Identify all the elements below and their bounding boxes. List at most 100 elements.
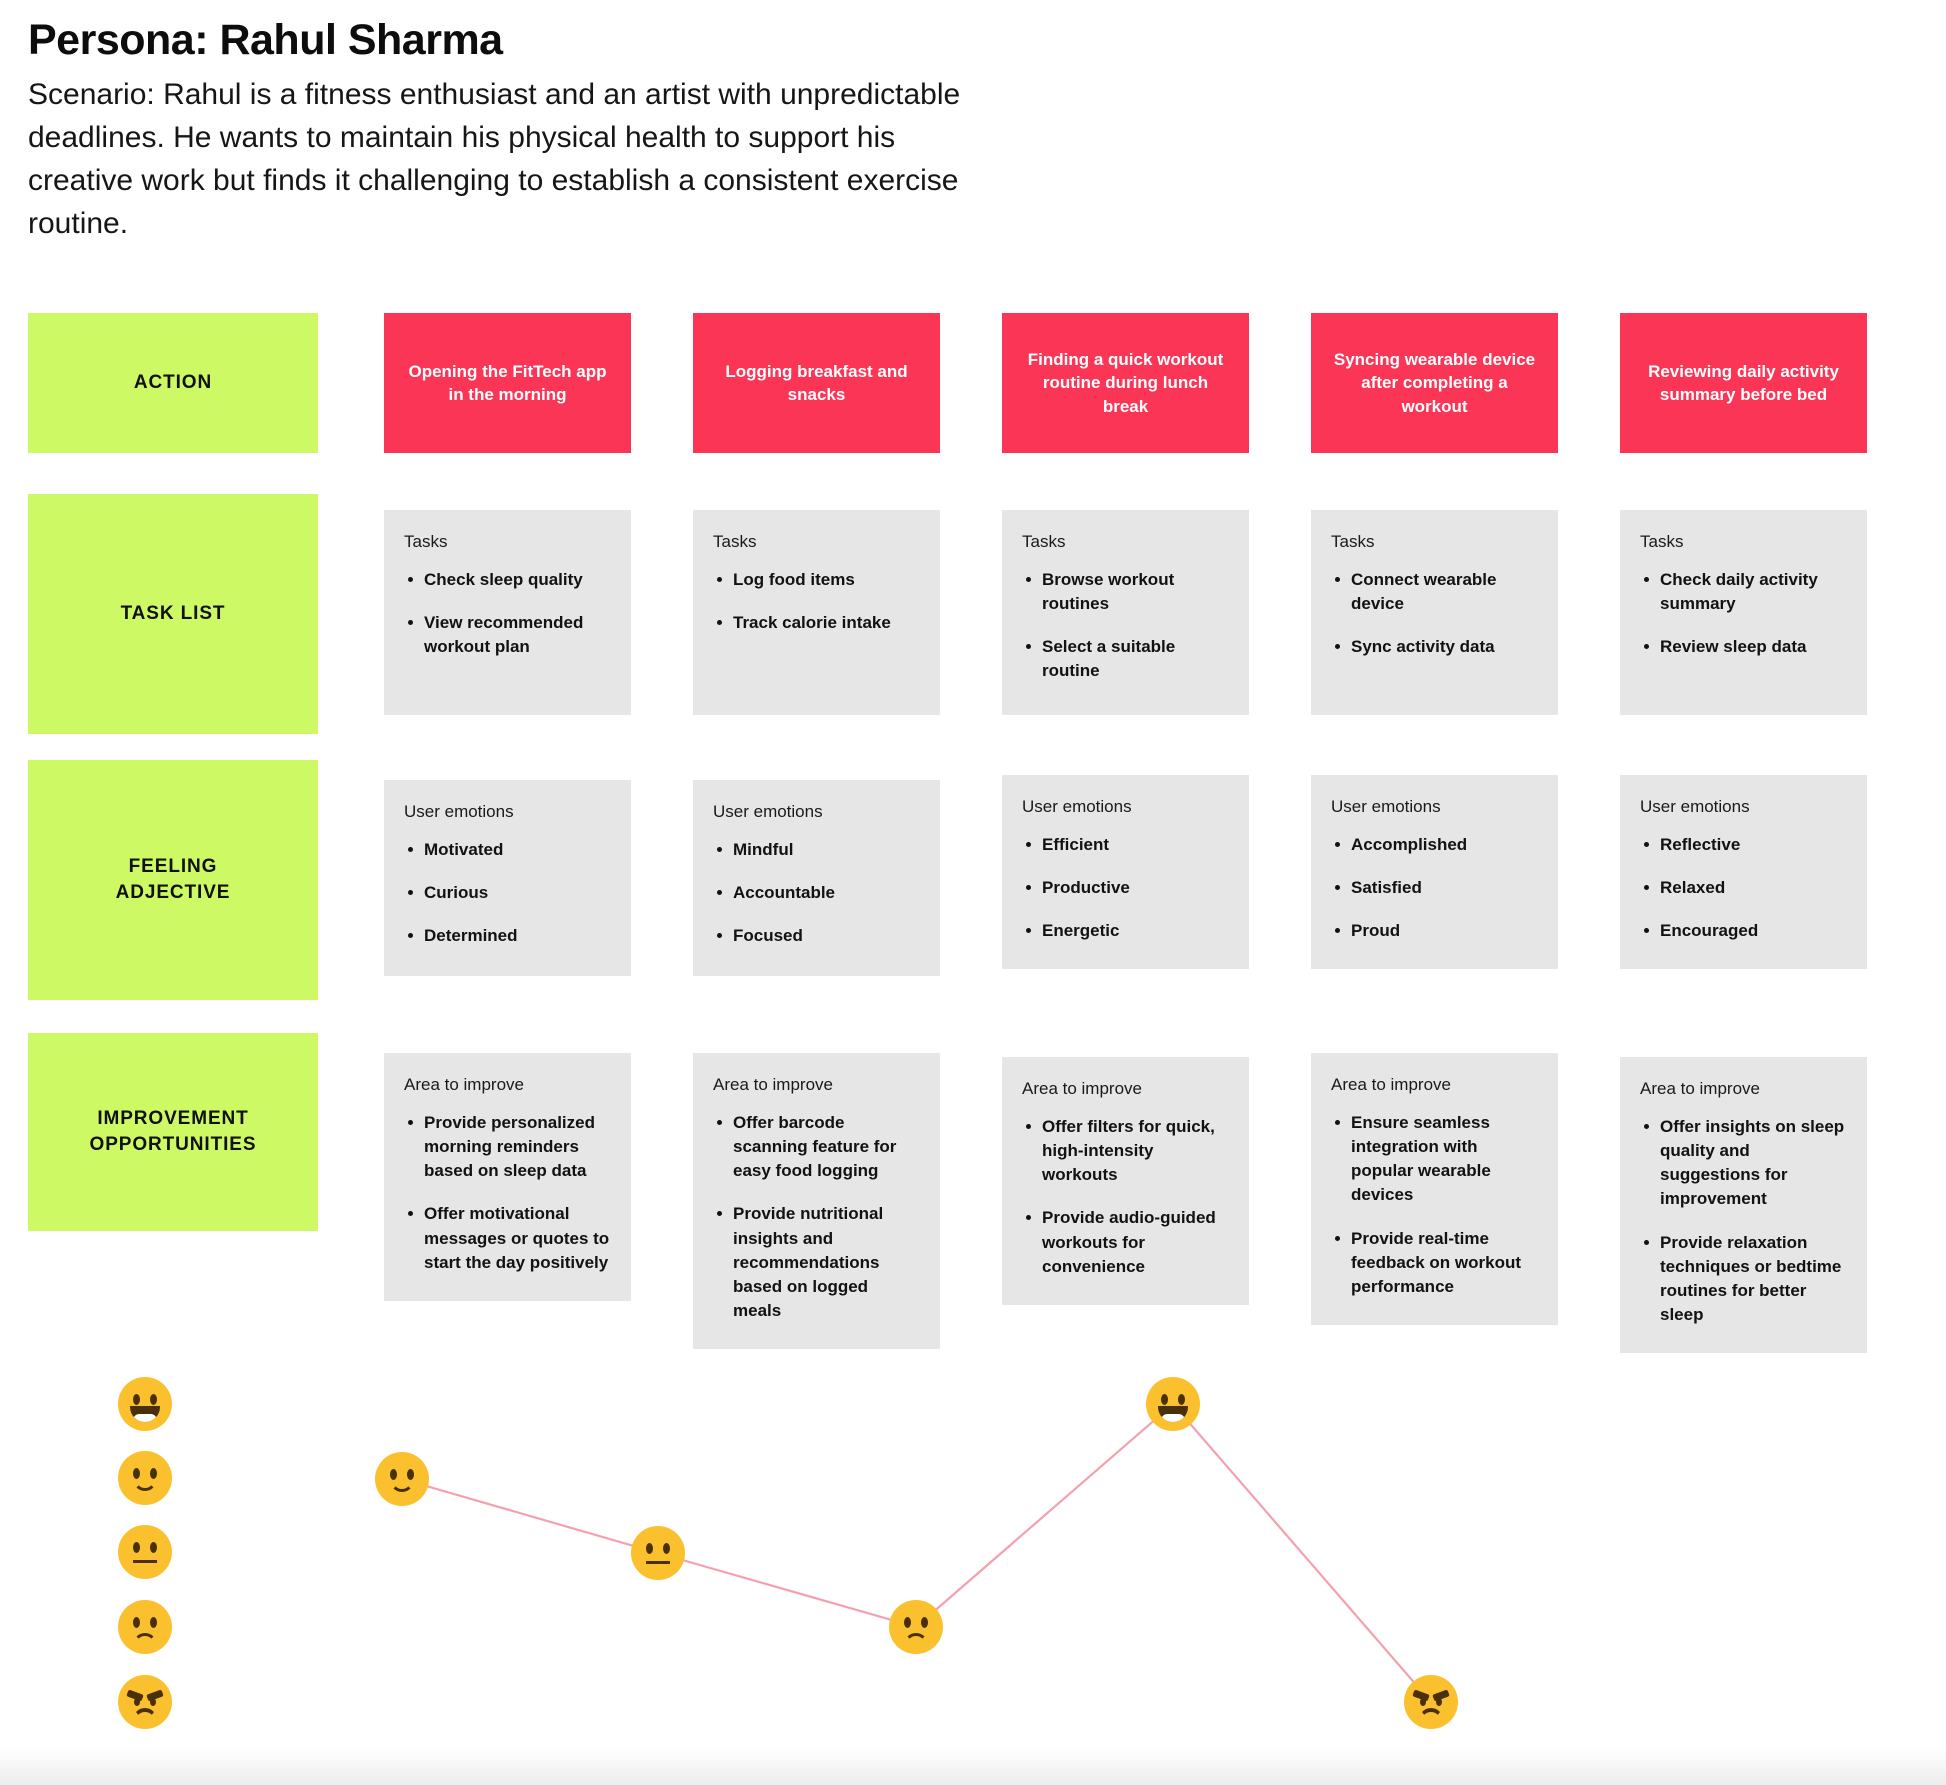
action-card[interactable]: Reviewing daily activity summary before … bbox=[1620, 313, 1867, 453]
action-cards: Opening the FitTech app in the morning L… bbox=[384, 313, 1928, 453]
data-point[interactable] bbox=[631, 1526, 685, 1580]
task-list: Check daily activity summary Review slee… bbox=[1640, 568, 1847, 659]
stage-card: Area to improve Ensure seamless integrat… bbox=[1311, 1053, 1558, 1325]
improvement-list: Ensure seamless integration with popular… bbox=[1331, 1111, 1538, 1299]
emotion-card[interactable]: User emotions Reflective Relaxed Encoura… bbox=[1620, 775, 1867, 970]
stage-card: Tasks Browse workout routines Select a s… bbox=[1002, 510, 1249, 715]
list-item: Ensure seamless integration with popular… bbox=[1331, 1111, 1538, 1208]
stage-card: Area to improve Provide personalized mor… bbox=[384, 1053, 631, 1301]
emotion-card-title: User emotions bbox=[1331, 797, 1441, 816]
stage-card: Reviewing daily activity summary before … bbox=[1620, 313, 1867, 453]
task-list: Check sleep quality View recommended wor… bbox=[404, 568, 611, 659]
improvement-card[interactable]: Area to improve Provide personalized mor… bbox=[384, 1053, 631, 1301]
task-card-title: Tasks bbox=[404, 532, 448, 551]
stage-card: Logging breakfast and snacks bbox=[693, 313, 940, 453]
emotion-card[interactable]: User emotions Mindful Accountable Focuse… bbox=[693, 780, 940, 976]
task-card[interactable]: Tasks Browse workout routines Select a s… bbox=[1002, 510, 1249, 715]
list-item: Offer barcode scanning feature for easy … bbox=[713, 1111, 920, 1183]
list-item: Offer insights on sleep quality and sugg… bbox=[1640, 1115, 1847, 1212]
improvement-card-title: Area to improve bbox=[404, 1075, 524, 1094]
frowning-face-icon bbox=[889, 1600, 943, 1654]
improvement-list: Offer filters for quick, high-intensity … bbox=[1022, 1115, 1229, 1279]
data-point[interactable] bbox=[1404, 1675, 1458, 1729]
stage-card: Area to improve Offer barcode scanning f… bbox=[693, 1053, 940, 1349]
stage-card: Tasks Check daily activity summary Revie… bbox=[1620, 510, 1867, 715]
improvement-list: Offer barcode scanning feature for easy … bbox=[713, 1111, 920, 1323]
list-item: Accountable bbox=[713, 881, 920, 905]
action-card[interactable]: Logging breakfast and snacks bbox=[693, 313, 940, 453]
action-card[interactable]: Opening the FitTech app in the morning bbox=[384, 313, 631, 453]
neutral-face-icon bbox=[631, 1526, 685, 1580]
data-point[interactable] bbox=[889, 1600, 943, 1654]
list-item: Provide nutritional insights and recomme… bbox=[713, 1202, 920, 1323]
improvement-card-title: Area to improve bbox=[1331, 1075, 1451, 1094]
emotion-card-title: User emotions bbox=[713, 802, 823, 821]
task-card[interactable]: Tasks Log food items Track calorie intak… bbox=[693, 510, 940, 715]
task-card[interactable]: Tasks Connect wearable device Sync activ… bbox=[1311, 510, 1558, 715]
improvement-card[interactable]: Area to improve Offer barcode scanning f… bbox=[693, 1053, 940, 1349]
emotion-list: Mindful Accountable Focused bbox=[713, 838, 920, 948]
emotion-card[interactable]: User emotions Accomplished Satisfied Pro… bbox=[1311, 775, 1558, 970]
list-item: Check sleep quality bbox=[404, 568, 611, 592]
list-item: Provide real-time feedback on workout pe… bbox=[1331, 1227, 1538, 1299]
list-item: Review sleep data bbox=[1640, 635, 1847, 659]
grinning-face-icon bbox=[1146, 1377, 1200, 1431]
list-item: Offer filters for quick, high-intensity … bbox=[1022, 1115, 1229, 1187]
stage-card: Finding a quick workout routine during l… bbox=[1002, 313, 1249, 453]
improvement-card[interactable]: Area to improve Offer insights on sleep … bbox=[1620, 1057, 1867, 1353]
data-point[interactable] bbox=[1146, 1377, 1200, 1431]
row-label-task-list-text: TASK LIST bbox=[120, 603, 226, 625]
neutral-face-icon bbox=[118, 1525, 172, 1579]
row-label-action-text: ACTION bbox=[133, 372, 213, 394]
scenario-description: Scenario: Rahul is a fitness enthusiast … bbox=[28, 78, 961, 241]
emotion-card[interactable]: User emotions Motivated Curious Determin… bbox=[384, 780, 631, 976]
improvement-list: Offer insights on sleep quality and sugg… bbox=[1640, 1115, 1847, 1327]
emotion-journey-chart bbox=[0, 1325, 1946, 1785]
list-item: Determined bbox=[404, 924, 611, 948]
improvement-card-title: Area to improve bbox=[713, 1075, 833, 1094]
frowning-face-icon bbox=[118, 1600, 172, 1654]
improvement-card-title: Area to improve bbox=[1640, 1079, 1760, 1098]
stage-card: Area to improve Offer filters for quick,… bbox=[1002, 1053, 1249, 1305]
emotion-cards: User emotions Motivated Curious Determin… bbox=[384, 775, 1928, 976]
task-list: Connect wearable device Sync activity da… bbox=[1331, 568, 1538, 659]
stage-card: Area to improve Offer insights on sleep … bbox=[1620, 1053, 1867, 1353]
row-task-list: TASK LIST Tasks Check sleep quality View… bbox=[28, 494, 1928, 768]
task-card[interactable]: Tasks Check daily activity summary Revie… bbox=[1620, 510, 1867, 715]
task-card[interactable]: Tasks Check sleep quality View recommend… bbox=[384, 510, 631, 715]
improvement-list: Provide personalized morning reminders b… bbox=[404, 1111, 611, 1275]
emotion-card[interactable]: User emotions Efficient Productive Energ… bbox=[1002, 775, 1249, 970]
list-item: Mindful bbox=[713, 838, 920, 862]
emotion-list: Efficient Productive Energetic bbox=[1022, 833, 1229, 943]
task-list: Browse workout routines Select a suitabl… bbox=[1022, 568, 1229, 684]
data-point[interactable] bbox=[375, 1452, 429, 1506]
list-item: Relaxed bbox=[1640, 876, 1847, 900]
legend-level-angry bbox=[118, 1675, 172, 1729]
legend-level-grinning bbox=[118, 1377, 172, 1431]
stage-card: User emotions Motivated Curious Determin… bbox=[384, 780, 631, 976]
header: Persona: Rahul Sharma Scenario: Rahul is… bbox=[28, 14, 1028, 246]
improvement-card[interactable]: Area to improve Offer filters for quick,… bbox=[1002, 1057, 1249, 1305]
list-item: Productive bbox=[1022, 876, 1229, 900]
list-item: Motivated bbox=[404, 838, 611, 862]
improvement-card[interactable]: Area to improve Ensure seamless integrat… bbox=[1311, 1053, 1558, 1325]
list-item: Connect wearable device bbox=[1331, 568, 1538, 616]
stage-card: Syncing wearable device after completing… bbox=[1311, 313, 1558, 453]
task-card-title: Tasks bbox=[1022, 532, 1066, 551]
action-label: Logging breakfast and snacks bbox=[725, 361, 908, 404]
emotion-list: Accomplished Satisfied Proud bbox=[1331, 833, 1538, 943]
row-label-action: ACTION bbox=[28, 313, 318, 453]
list-item: Sync activity data bbox=[1331, 635, 1538, 659]
emotion-list: Motivated Curious Determined bbox=[404, 838, 611, 948]
stage-card: Tasks Connect wearable device Sync activ… bbox=[1311, 510, 1558, 715]
row-label-feeling-adjective-text: FEELING ADJECTIVE bbox=[115, 856, 231, 903]
stage-card: Tasks Log food items Track calorie intak… bbox=[693, 510, 940, 715]
journey-grid: ACTION Opening the FitTech app in the mo… bbox=[28, 313, 1928, 1353]
task-cards: Tasks Check sleep quality View recommend… bbox=[384, 510, 1928, 715]
emotion-card-title: User emotions bbox=[1640, 797, 1750, 816]
angry-face-icon bbox=[1404, 1675, 1458, 1729]
list-item: Offer motivational messages or quotes to… bbox=[404, 1202, 611, 1274]
action-card[interactable]: Finding a quick workout routine during l… bbox=[1002, 313, 1249, 453]
action-card[interactable]: Syncing wearable device after completing… bbox=[1311, 313, 1558, 453]
list-item: Accomplished bbox=[1331, 833, 1538, 857]
